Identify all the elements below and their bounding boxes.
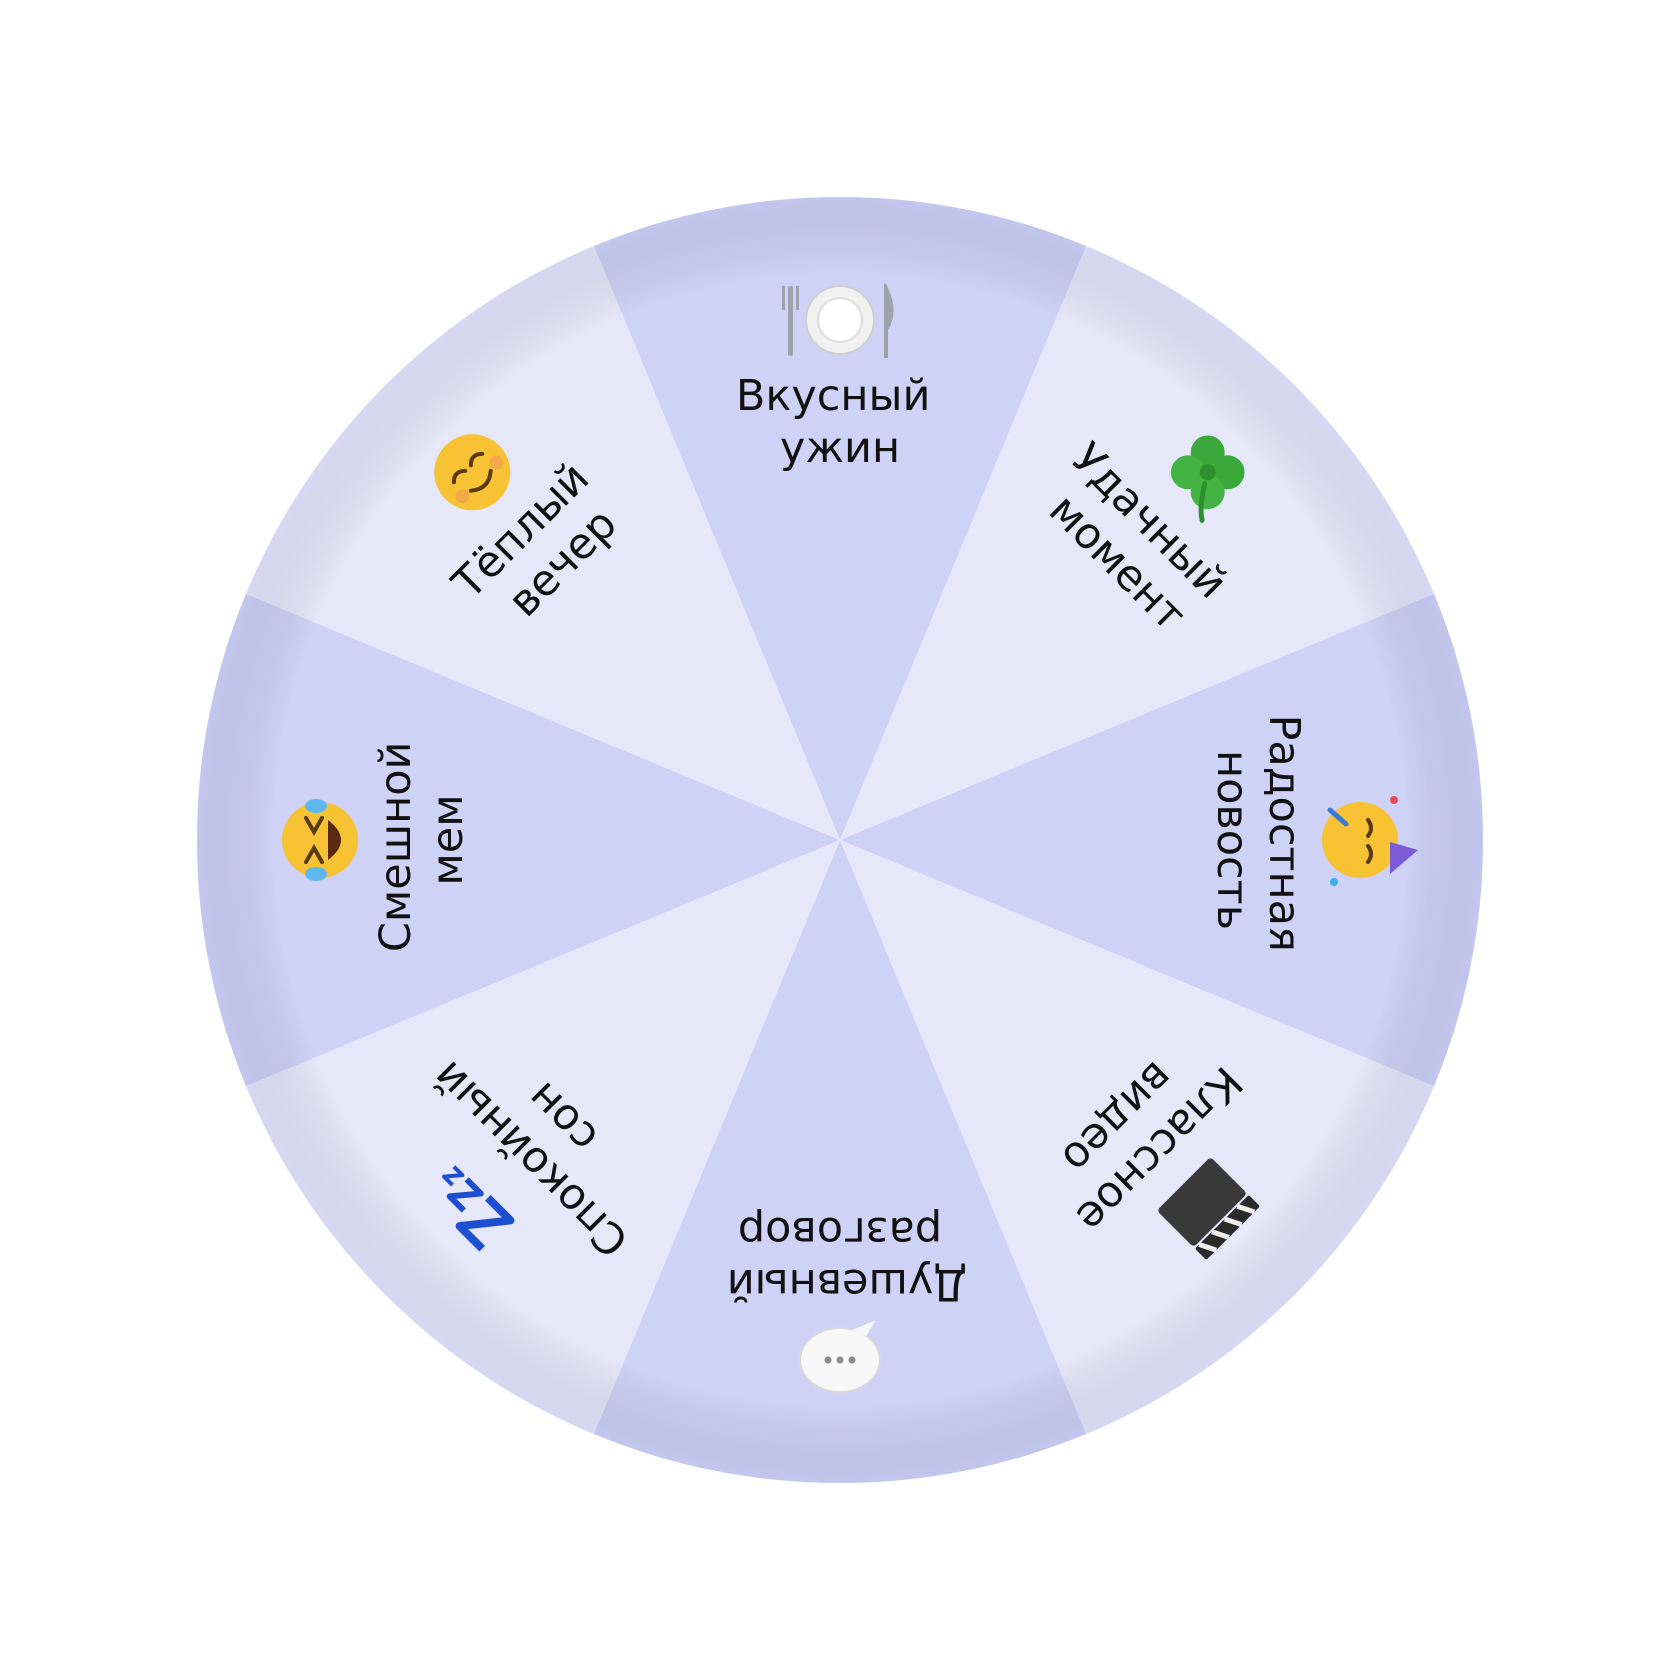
segment-label-line2: мем <box>423 794 473 885</box>
segment-label-line1: Душевный <box>727 1259 967 1309</box>
smiling-face-icon <box>434 434 511 511</box>
segment-funny-meme: Смешной мем <box>282 728 473 952</box>
segment-label-line1: Радостная <box>1259 714 1309 951</box>
segment-label-line2: ужин <box>780 423 900 473</box>
speech-bubble-icon <box>799 1320 881 1393</box>
plate-icon <box>782 284 894 358</box>
segment-label-line1: Вкусный <box>736 371 931 421</box>
svg-text:Душевный разговор: Душевный разговор <box>713 1207 967 1309</box>
svg-text:Вкусный ужин: Вкусный ужин <box>736 371 944 473</box>
segment-tasty-dinner: Вкусный ужин <box>736 284 944 473</box>
svg-text:Радостная новость: Радостная новость <box>1207 714 1309 965</box>
svg-text:Смешной мем: Смешной мем <box>371 728 473 952</box>
segment-label-line2: новость <box>1207 750 1257 930</box>
zzz-icon <box>442 1165 515 1252</box>
segment-label-line2: разговор <box>738 1207 942 1257</box>
segment-label-line1: Смешной <box>371 742 421 953</box>
wheel-rim-shade <box>197 197 1483 1483</box>
segment-joyful-news: Радостная новость <box>1207 714 1418 965</box>
segment-heartfelt-talk: Душевный разговор <box>713 1207 967 1393</box>
party-face-icon <box>1322 796 1418 886</box>
laughing-face-icon <box>282 799 358 881</box>
clapper-icon <box>1158 1158 1260 1260</box>
clover-icon <box>1170 435 1245 523</box>
